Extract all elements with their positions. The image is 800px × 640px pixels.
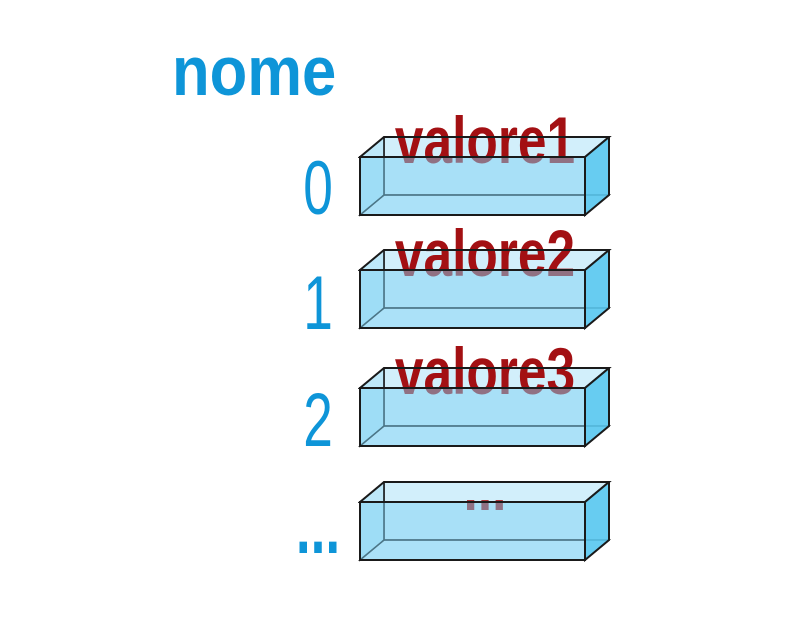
box-right-face xyxy=(584,136,610,218)
box-shell-icon xyxy=(358,249,612,331)
index-label: ... xyxy=(295,485,341,570)
box-shell-icon xyxy=(358,367,612,449)
box-top-rim xyxy=(358,249,612,271)
box-shell-icon xyxy=(358,136,612,218)
index-label: 2 xyxy=(303,378,333,463)
index-label: 1 xyxy=(303,261,333,346)
box-front-face xyxy=(359,501,586,561)
box-front-face xyxy=(359,387,586,447)
box-top-rim xyxy=(358,136,612,158)
box-right-face xyxy=(584,481,610,563)
box-front-face xyxy=(359,156,586,216)
box-front-face xyxy=(359,269,586,329)
box-right-face xyxy=(584,249,610,331)
box-top-rim xyxy=(358,367,612,389)
box-shell-icon xyxy=(358,481,612,563)
index-label: 0 xyxy=(303,146,333,231)
array-name-label: nome xyxy=(172,32,337,110)
box-right-face xyxy=(584,367,610,449)
box-top-rim xyxy=(358,481,612,503)
